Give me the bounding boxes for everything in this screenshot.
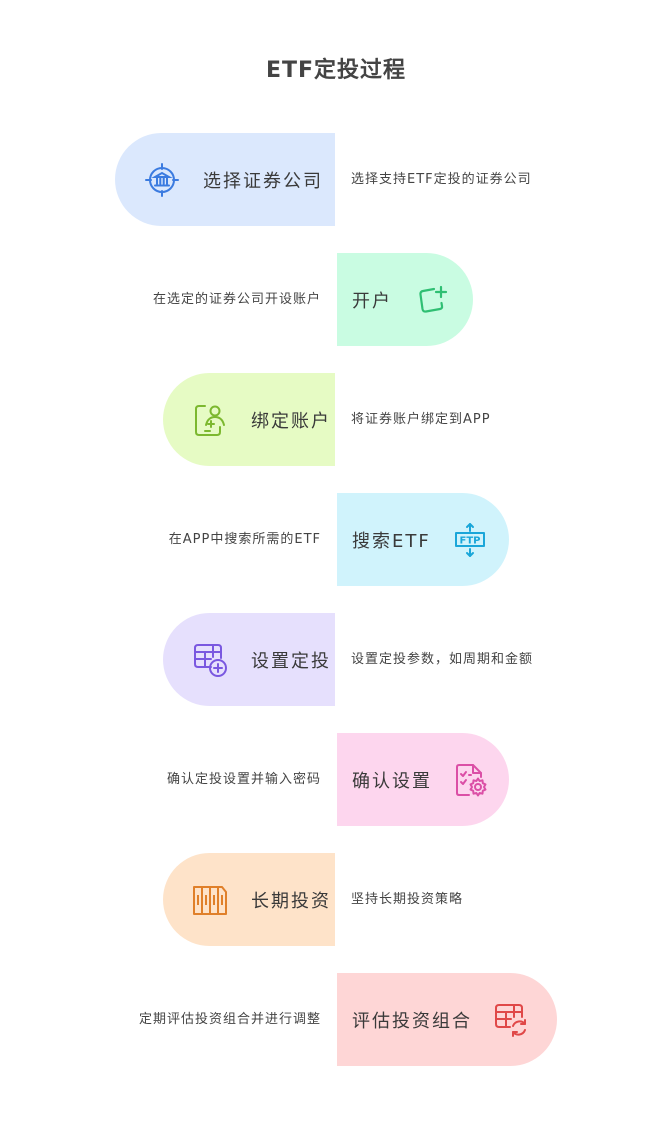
step-7-long-term-invest: 长期投资: [163, 853, 335, 946]
svg-text:FTP: FTP: [459, 535, 480, 546]
step-2-description: 在选定的证券公司开设账户: [152, 292, 321, 307]
step-5-description: 设置定投参数，如周期和金额: [351, 652, 534, 667]
step-4-search-etf: 搜索ETF FTP: [337, 493, 509, 586]
step-3-description: 将证券账户绑定到APP: [351, 412, 491, 427]
ftp-transfer-icon: FTP: [451, 521, 489, 559]
diagram-title: ETF定投过程: [265, 58, 407, 83]
step-6-confirm-settings: 确认设置: [337, 733, 509, 826]
table-add-icon: [191, 641, 229, 679]
step-label: 长期投资: [251, 890, 331, 912]
step-label: 选择证券公司: [203, 170, 323, 192]
step-2-open-account: 开户: [337, 253, 473, 346]
step-label: 设置定投: [251, 650, 331, 672]
step-label: 开户: [352, 290, 392, 312]
step-4-description: 在APP中搜索所需的ETF: [168, 532, 321, 547]
add-square-icon: [412, 281, 450, 319]
step-1-description: 选择支持ETF定投的证券公司: [351, 172, 532, 187]
books-icon: [191, 881, 229, 919]
step-1-select-broker: 选择证券公司: [115, 133, 335, 226]
step-label: 确认设置: [352, 770, 432, 792]
bank-target-icon: [143, 161, 181, 199]
step-6-description: 确认定投设置并输入密码: [166, 772, 321, 787]
step-3-bind-account: 绑定账户: [163, 373, 335, 466]
step-5-setup-plan: 设置定投: [163, 613, 335, 706]
step-label: 搜索ETF: [352, 530, 431, 552]
step-label: 评估投资组合: [352, 1010, 472, 1032]
checklist-settings-icon: [452, 761, 490, 799]
step-8-evaluate-portfolio: 评估投资组合: [337, 973, 557, 1066]
step-8-description: 定期评估投资组合并进行调整: [138, 1012, 321, 1027]
table-refresh-icon: [492, 1001, 530, 1039]
step-7-description: 坚持长期投资策略: [351, 892, 464, 907]
step-label: 绑定账户: [251, 410, 331, 432]
phone-user-add-icon: [191, 401, 229, 439]
